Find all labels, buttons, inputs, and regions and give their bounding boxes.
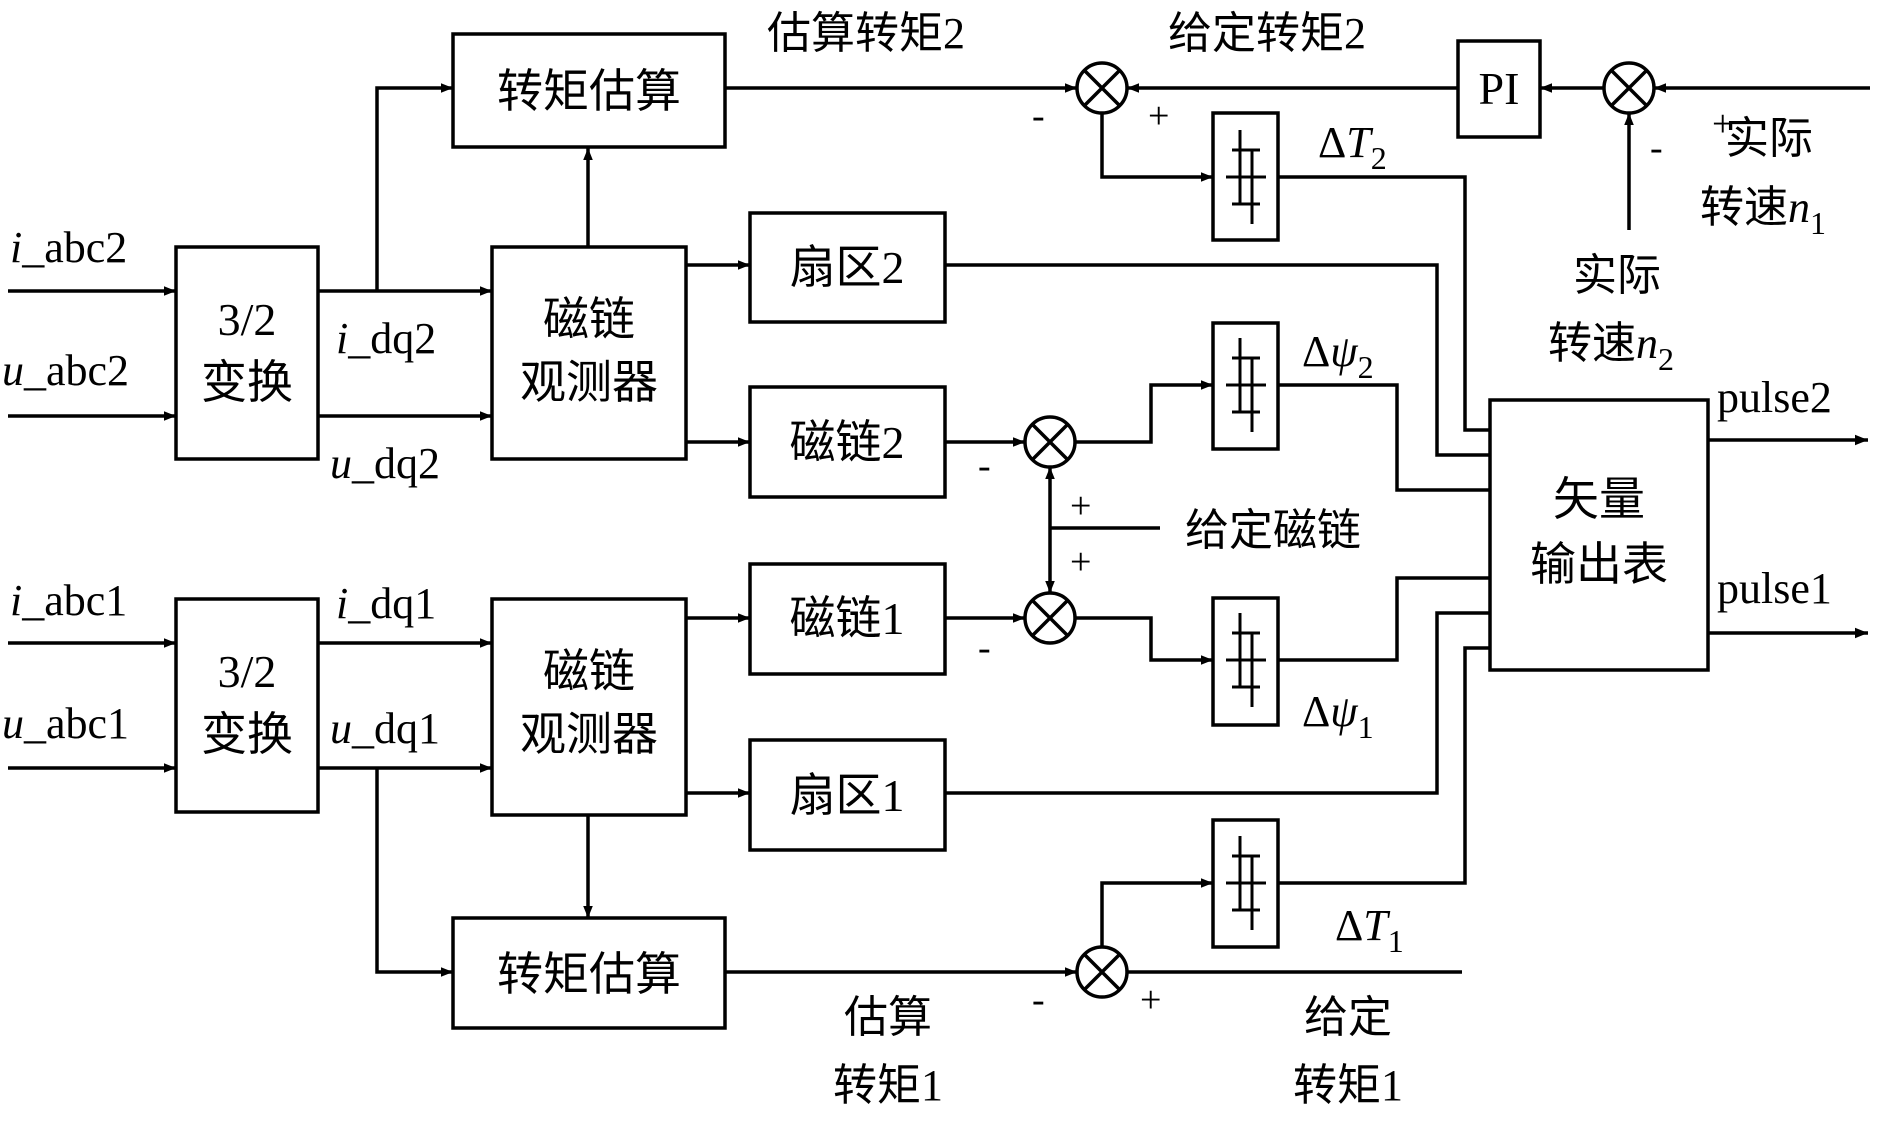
- sign-minus-torque1: -: [1032, 979, 1045, 1021]
- sum-junction-flux2: [1023, 415, 1077, 469]
- torque-estimator-bottom: 转矩估算: [451, 916, 727, 1030]
- label-pulse1: pulse1: [1717, 564, 1832, 613]
- sign-minus-flux2: -: [978, 445, 991, 487]
- label-ref-torque2: 给定转矩2: [1168, 9, 1366, 58]
- wire-to-torque-est-top: [375, 83, 453, 291]
- torque-est-top-label: 转矩估算: [497, 66, 681, 117]
- conv1-label-1: 3/2: [218, 646, 277, 697]
- label-i-dq2: i_dq2: [336, 314, 436, 363]
- observer-block-1: 磁链 观测器: [490, 597, 688, 817]
- label-est-torque1-line2: 转矩1: [833, 1061, 943, 1110]
- sign-minus-n2: -: [1650, 127, 1663, 169]
- wire-dpsi2-table: [1278, 383, 1490, 492]
- label-actual-n1-line2: 转速n1: [1700, 183, 1826, 241]
- flux-block-2: 磁链2: [748, 385, 947, 499]
- flux-block-1: 磁链1: [748, 562, 947, 676]
- sector1-label: 扇区1: [790, 770, 905, 821]
- label-ref-torque1-line1: 给定: [1304, 993, 1392, 1042]
- label-actual-n1-line1: 实际: [1725, 114, 1813, 163]
- conv1-label-2: 变换: [201, 709, 293, 760]
- flux2-label: 磁链2: [790, 417, 905, 468]
- label-ref-torque1-line2: 转矩1: [1293, 1061, 1403, 1110]
- hysteresis-psi1: [1211, 596, 1280, 727]
- wire-sector2-table: [945, 263, 1490, 457]
- sign-minus-flux1: -: [978, 627, 991, 669]
- wire-to-torque-est-bottom: [375, 768, 453, 977]
- label-delta-t2: ΔT2: [1318, 118, 1387, 176]
- flux1-label: 磁链1: [790, 593, 905, 644]
- obs1-label-2: 观测器: [520, 709, 658, 760]
- wire-dpsi1-table: [1278, 576, 1490, 662]
- torque-est-bottom-label: 转矩估算: [497, 949, 681, 1000]
- hysteresis-t1: [1211, 818, 1280, 949]
- pi-label: PI: [1479, 63, 1520, 114]
- sector-block-1: 扇区1: [748, 738, 947, 852]
- wires: [8, 83, 1870, 977]
- observer-block-2: 磁链 观测器: [490, 245, 688, 461]
- conv-block-2: 3/2 变换: [174, 245, 320, 461]
- wire-sector1-table: [945, 611, 1490, 795]
- wire-dT2-table: [1278, 175, 1490, 432]
- wire-to-hyst-psi1: [1075, 616, 1213, 665]
- label-actual-n2-line1: 实际: [1573, 251, 1661, 300]
- label-delta-t1: ΔT1: [1335, 901, 1404, 959]
- sign-plus-flux1: +: [1070, 541, 1091, 583]
- sum-junction-torque2: [1075, 61, 1129, 115]
- sector2-label: 扇区2: [790, 242, 905, 293]
- sign-plus-n1: +: [1712, 103, 1733, 145]
- label-u-dq2: u_dq2: [330, 439, 440, 488]
- sum-junction-torque1: [1075, 945, 1129, 999]
- wire-to-hyst-t2: [1100, 113, 1213, 182]
- conv2-label-1: 3/2: [218, 294, 277, 345]
- hysteresis-t2: [1211, 111, 1280, 242]
- label-u-dq1: u_dq1: [330, 704, 440, 753]
- sector-block-2: 扇区2: [748, 211, 947, 324]
- label-pulse2: pulse2: [1717, 373, 1832, 422]
- sum-junction-speed: [1602, 61, 1656, 115]
- wire-dT1-table: [1278, 646, 1490, 885]
- label-est-torque1-line1: 估算: [844, 993, 932, 1042]
- sign-plus-flux2: +: [1070, 485, 1091, 527]
- table-label-2: 输出表: [1530, 539, 1668, 590]
- obs2-label-2: 观测器: [520, 357, 658, 408]
- label-actual-n2-line2: 转速n2: [1548, 319, 1674, 377]
- wire-to-hyst-psi2: [1075, 380, 1213, 444]
- label-u-abc1: u_abc1: [2, 699, 129, 748]
- pi-controller: PI: [1456, 39, 1542, 139]
- sign-plus-torque1: +: [1140, 979, 1161, 1021]
- sign-minus-torque2: -: [1032, 95, 1045, 137]
- label-delta-psi2: Δψ2: [1302, 327, 1374, 385]
- sign-plus-torque2: +: [1148, 95, 1169, 137]
- label-u-abc2: u_abc2: [2, 346, 129, 395]
- label-i-abc2: i_abc2: [10, 223, 127, 272]
- conv2-label-2: 变换: [201, 357, 293, 408]
- label-i-dq1: i_dq1: [336, 579, 436, 628]
- obs2-label-1: 磁链: [543, 294, 635, 345]
- wire-to-hyst-t1: [1100, 878, 1213, 947]
- label-est-torque2: 估算转矩2: [767, 9, 965, 58]
- sum-junction-flux1: [1023, 591, 1077, 645]
- obs1-label-1: 磁链: [543, 646, 635, 697]
- label-ref-flux: 给定磁链: [1185, 506, 1361, 555]
- conv-block-1: 3/2 变换: [174, 597, 320, 814]
- hysteresis-psi2: [1211, 321, 1280, 451]
- torque-estimator-top: 转矩估算: [451, 32, 727, 149]
- label-delta-psi1: Δψ1: [1302, 687, 1374, 745]
- vector-table-block: 矢量 输出表: [1488, 398, 1710, 672]
- label-i-abc1: i_abc1: [10, 576, 127, 625]
- table-label-1: 矢量: [1553, 474, 1645, 525]
